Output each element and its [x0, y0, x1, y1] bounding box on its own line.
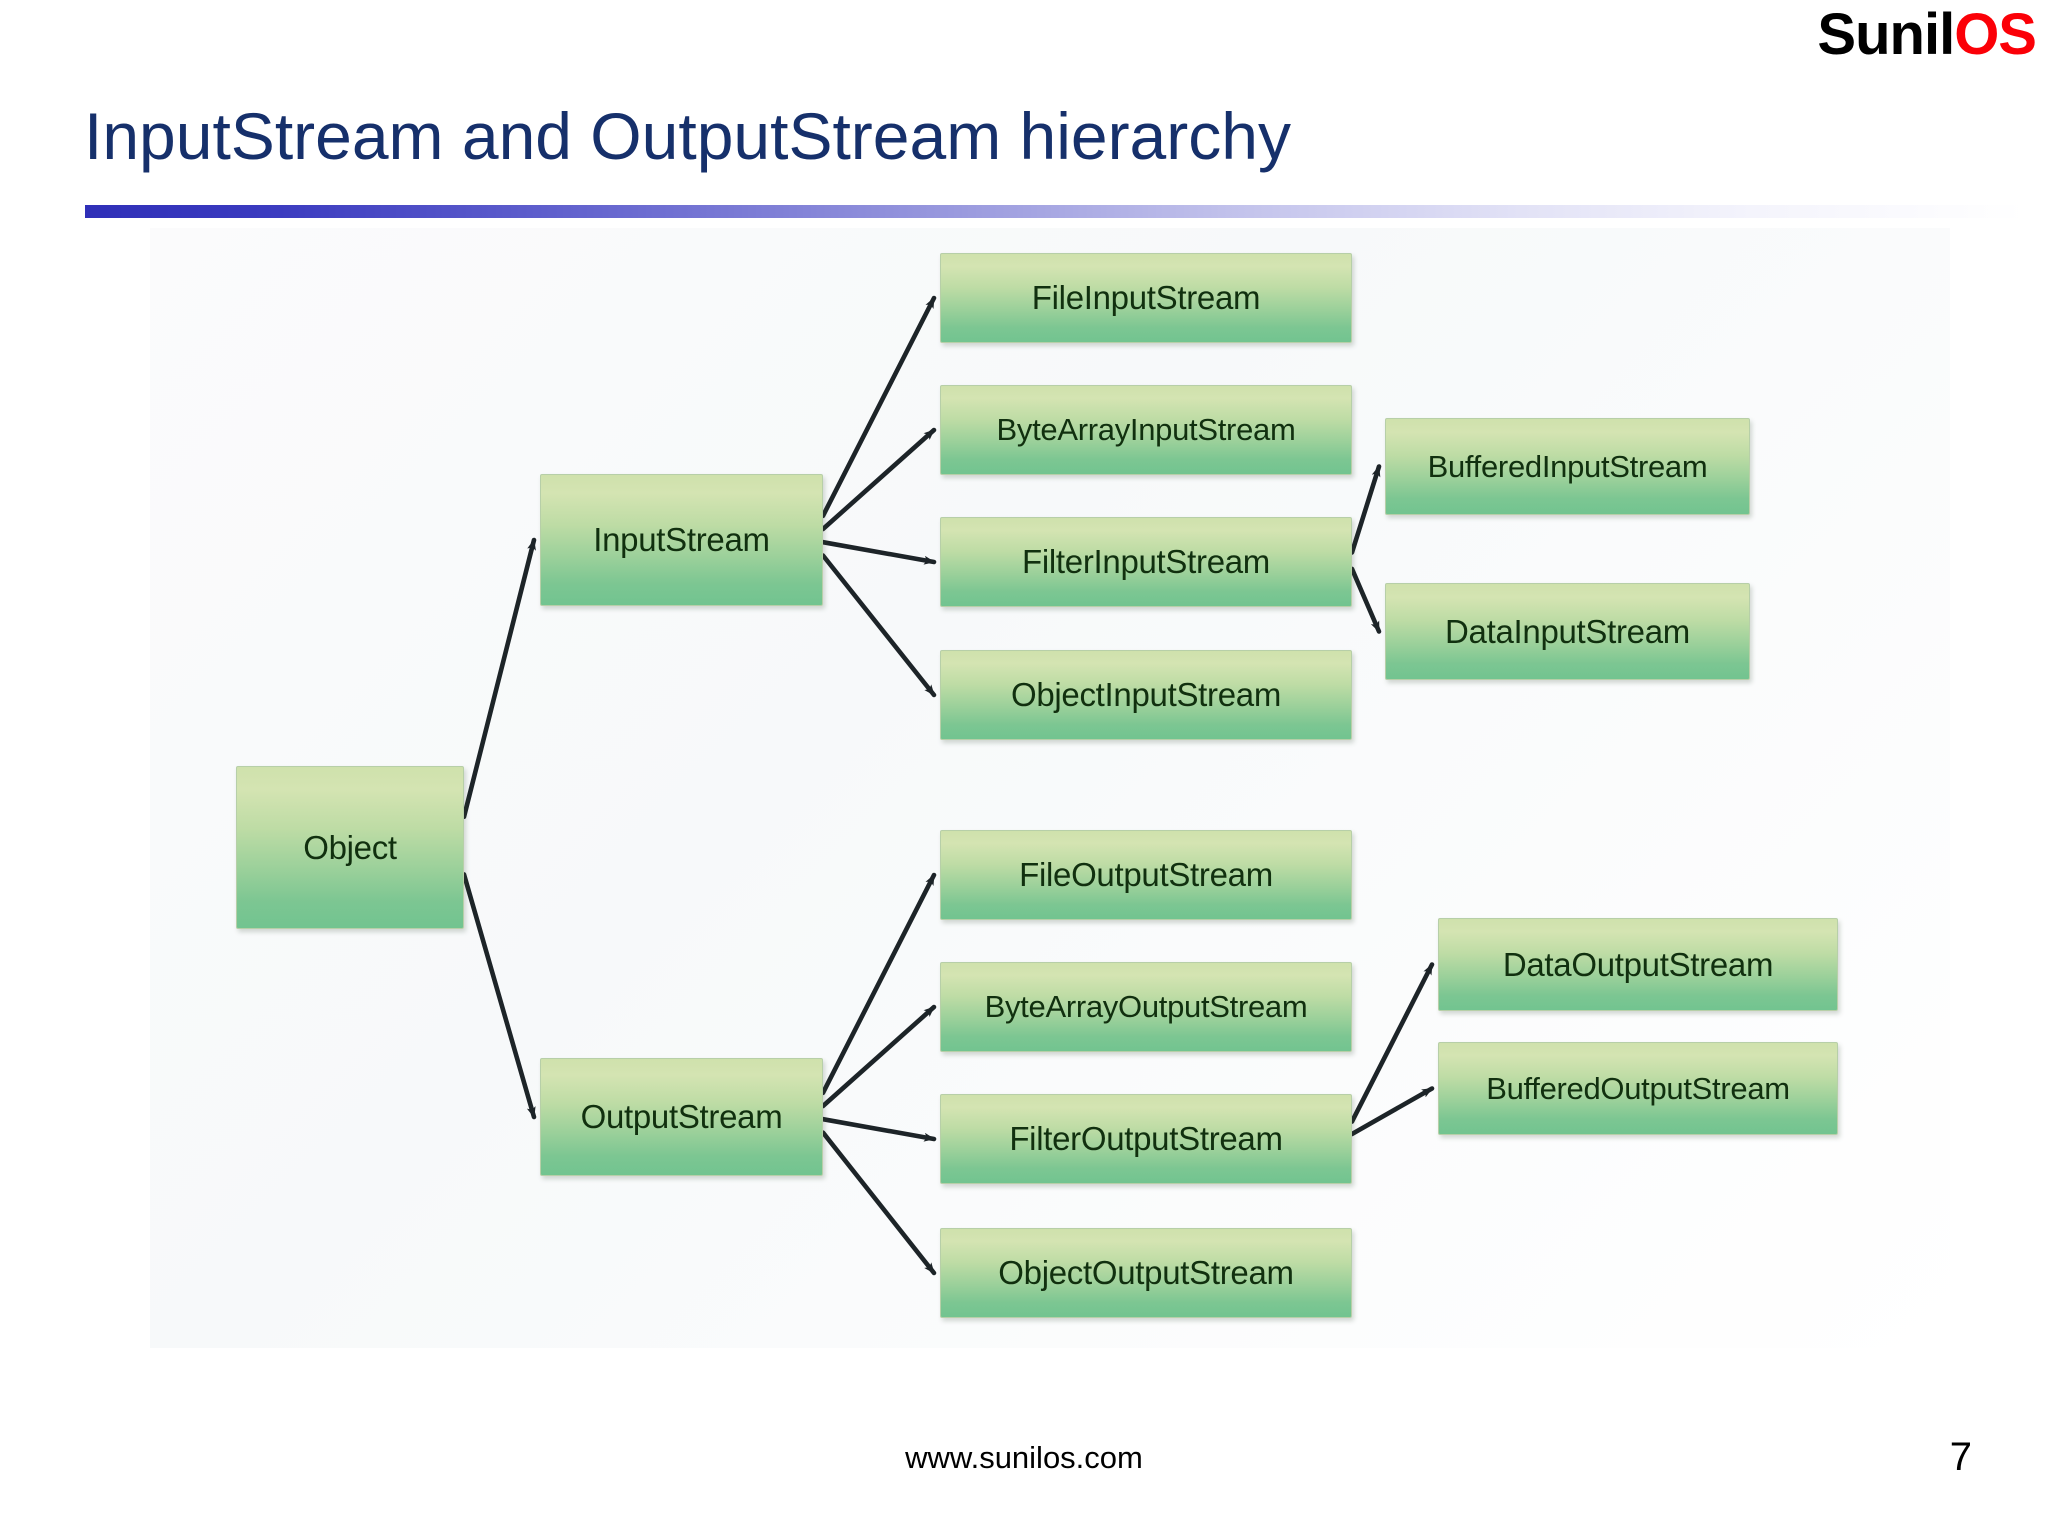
- node-label: BufferedInputStream: [1427, 448, 1708, 484]
- edge-outputstream-to-filteroutputstream: [820, 1116, 937, 1142]
- edge-inputstream-to-filterinputstream: [820, 539, 937, 565]
- logo-text-sunil: Sunil: [1817, 2, 1955, 67]
- node-label: FilterOutputStream: [1009, 1120, 1283, 1157]
- node-bufferedinputstream: BufferedInputStream: [1385, 418, 1750, 515]
- edge-filteroutputstream-to-bufferedoutputstream: [1349, 1086, 1435, 1137]
- logo-text-os: OS: [1954, 2, 2037, 67]
- node-filterinputstream: FilterInputStream: [940, 517, 1352, 607]
- node-label: OutputStream: [580, 1098, 783, 1135]
- edge-filteroutputstream-to-dataoutputstream: [1349, 962, 1435, 1124]
- node-bufferedoutputstream: BufferedOutputStream: [1438, 1042, 1838, 1135]
- node-object: Object: [236, 766, 464, 929]
- node-label: ObjectInputStream: [1010, 676, 1282, 713]
- node-objectoutputstream: ObjectOutputStream: [940, 1228, 1352, 1318]
- edge-filterinputstream-to-datainputstream: [1349, 566, 1382, 634]
- edge-inputstream-to-bytearrayinputstream: [820, 427, 937, 532]
- node-label: ByteArrayOutputStream: [984, 989, 1308, 1024]
- node-label: InputStream: [593, 521, 770, 558]
- node-label: DataInputStream: [1445, 612, 1690, 650]
- node-label: BufferedOutputStream: [1486, 1070, 1790, 1106]
- node-dataoutputstream: DataOutputStream: [1438, 918, 1838, 1011]
- node-datainputstream: DataInputStream: [1385, 583, 1750, 680]
- node-objectinputstream: ObjectInputStream: [940, 650, 1352, 740]
- diagram-edges: [461, 295, 1435, 1276]
- node-fileinputstream: FileInputStream: [940, 253, 1352, 343]
- edge-filterinputstream-to-bufferedinputstream: [1349, 464, 1382, 555]
- node-label: FilterInputStream: [1022, 543, 1270, 580]
- sunilos-logo: SunilOS: [1817, 6, 2037, 64]
- edge-outputstream-to-bytearrayoutputstream: [820, 1004, 937, 1109]
- node-fileoutputstream: FileOutputStream: [940, 830, 1352, 920]
- node-bytearrayoutputstream: ByteArrayOutputStream: [940, 962, 1352, 1052]
- page-title: InputStream and OutputStream hierarchy: [84, 99, 1291, 174]
- node-inputstream: InputStream: [540, 474, 823, 606]
- edge-inputstream-to-objectinputstream: [820, 553, 937, 698]
- edge-outputstream-to-objectoutputstream: [820, 1130, 937, 1276]
- title-divider: [85, 205, 2025, 218]
- node-label: FileOutputStream: [1019, 856, 1273, 893]
- edge-object-to-outputstream: [461, 872, 537, 1120]
- node-bytearrayinputstream: ByteArrayInputStream: [940, 385, 1352, 475]
- node-filteroutputstream: FilterOutputStream: [940, 1094, 1352, 1184]
- edge-outputstream-to-fileoutputstream: [820, 872, 937, 1096]
- footer-page-number: 7: [1949, 1435, 1972, 1479]
- footer-website-url: www.sunilos.com: [905, 1440, 1143, 1475]
- node-outputstream: OutputStream: [540, 1058, 823, 1176]
- node-label: Object: [303, 828, 397, 866]
- node-label: FileInputStream: [1031, 279, 1261, 316]
- node-label: ObjectOutputStream: [998, 1254, 1294, 1291]
- edge-object-to-inputstream: [461, 537, 537, 820]
- node-label: ByteArrayInputStream: [996, 412, 1296, 447]
- edge-inputstream-to-fileinputstream: [820, 295, 937, 519]
- node-label: DataOutputStream: [1502, 945, 1774, 983]
